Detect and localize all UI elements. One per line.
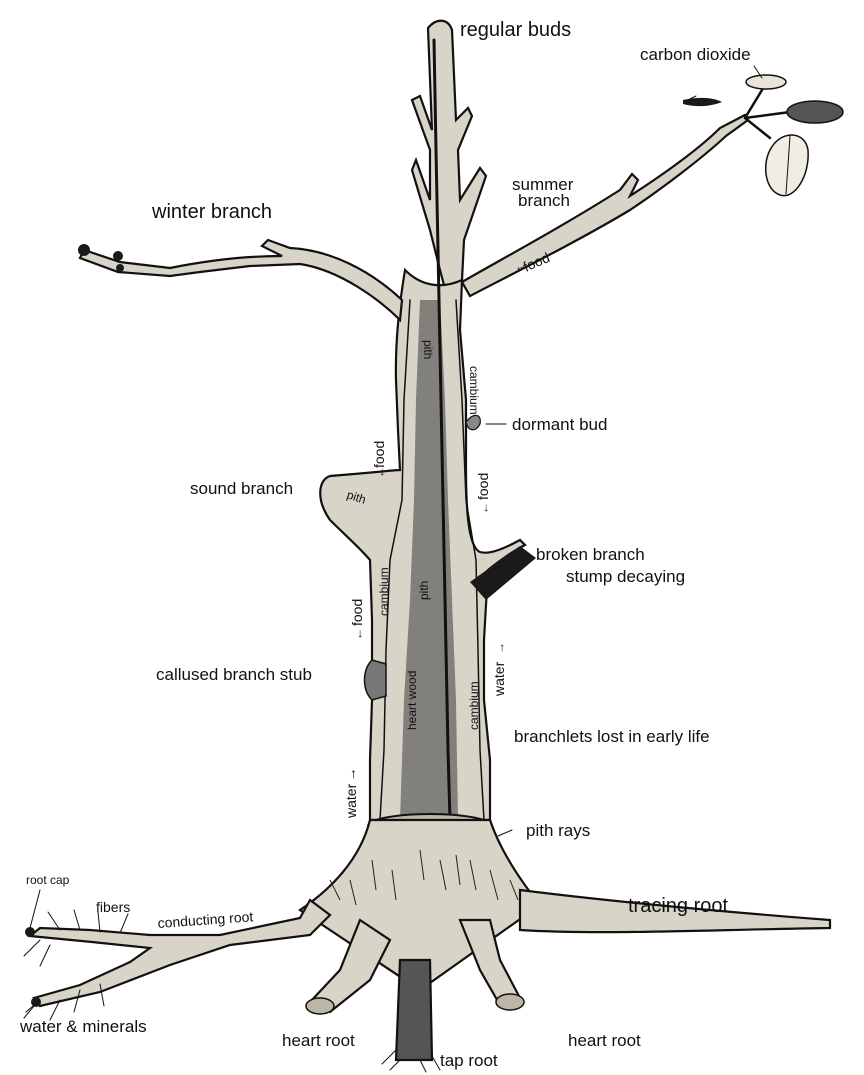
- label-root-cap: root cap: [26, 873, 70, 887]
- label-sound-branch: sound branch: [190, 479, 293, 498]
- arrow-food-lower: ←: [351, 628, 365, 640]
- label-heart-wood: heart wood: [405, 671, 419, 730]
- label-heart-root-left: heart root: [282, 1031, 355, 1050]
- label-food-left: food: [371, 441, 387, 468]
- label-fibers: fibers: [96, 899, 130, 915]
- label-winter-branch: winter branch: [151, 201, 272, 223]
- label-tracing-root: tracing root: [628, 895, 728, 917]
- trunk: [320, 21, 525, 838]
- label-cambium-lower-right: cambium: [467, 681, 481, 730]
- callused-branch-stub: [365, 660, 387, 700]
- label-dormant-bud: dormant bud: [512, 415, 607, 434]
- arrow-food-right: ←: [477, 502, 491, 514]
- dormant-bud: [466, 415, 480, 429]
- label-heart-root-right: heart root: [568, 1031, 641, 1050]
- label-tap-root: tap root: [440, 1051, 498, 1070]
- label-pith-rays: pith rays: [526, 821, 590, 840]
- label-broken-branch-1: broken branch: [536, 545, 645, 564]
- label-callused-branch-stub: callused branch stub: [156, 665, 312, 684]
- winter-branch: [78, 240, 402, 320]
- label-carbon-dioxide: carbon dioxide: [640, 45, 751, 64]
- label-water-right: water: [491, 661, 507, 697]
- label-regular-buds: regular buds: [460, 19, 571, 41]
- arrow-water-left: ↑: [350, 765, 357, 781]
- label-food-right: food: [475, 473, 491, 500]
- arrow-food-left: ←: [373, 466, 387, 478]
- label-water-minerals: water & minerals: [19, 1017, 147, 1036]
- label-pith-upper: pith: [421, 340, 435, 359]
- label-summer-branch-2: branch: [518, 191, 570, 210]
- label-broken-branch-2: stump decaying: [566, 567, 685, 586]
- arrow-water-right: →: [493, 642, 507, 654]
- label-pith-lower: pith: [417, 581, 431, 600]
- label-food-lower: food: [349, 599, 365, 626]
- label-cambium-lower-left: cambium: [377, 567, 391, 616]
- label-branchlets-lost: branchlets lost in early life: [514, 727, 710, 746]
- label-water-left: water: [343, 783, 359, 819]
- label-cambium-upper: cambium: [467, 366, 481, 415]
- label-conducting-root: conducting root: [157, 908, 254, 931]
